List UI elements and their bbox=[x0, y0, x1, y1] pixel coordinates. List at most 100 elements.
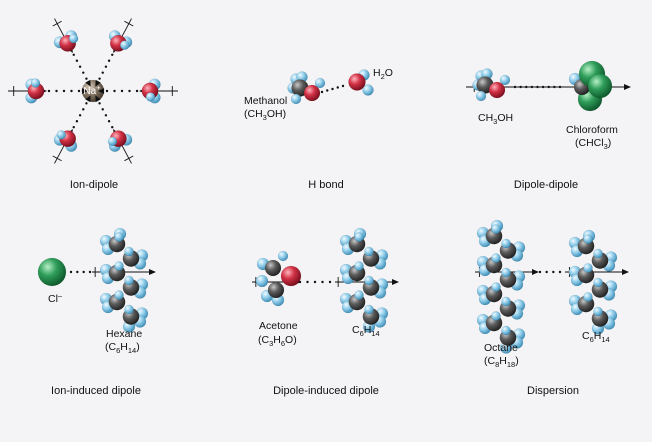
atoms-layer bbox=[25, 30, 618, 354]
attraction-dot bbox=[107, 59, 111, 62]
caption-ion-induced-dipole: Ion-induced dipole bbox=[51, 385, 141, 397]
attraction-dot bbox=[98, 77, 101, 80]
attraction-arrowhead bbox=[81, 88, 88, 94]
attraction-dot bbox=[70, 89, 73, 93]
attraction-dot bbox=[513, 85, 517, 89]
water-molecule-5 bbox=[53, 130, 78, 152]
h-atom bbox=[593, 277, 603, 288]
dipole-dipole-dots bbox=[513, 85, 562, 89]
ion-dipole-dots-6 bbox=[47, 88, 88, 94]
attraction-dot bbox=[558, 270, 562, 274]
attraction-dot bbox=[75, 120, 79, 123]
chloroform-formula: (CHCl3) bbox=[575, 137, 611, 151]
na-ion-label: Na+ bbox=[83, 83, 101, 97]
attraction-dot bbox=[55, 89, 58, 93]
acetone-formula: (C3H6O) bbox=[258, 334, 297, 348]
h-atom bbox=[499, 74, 511, 86]
attraction-arrowhead bbox=[95, 79, 101, 87]
attraction-dot bbox=[101, 71, 104, 74]
h-atom bbox=[364, 304, 374, 315]
attraction-dot bbox=[82, 270, 85, 274]
attraction-dot bbox=[135, 89, 139, 93]
cl-ion-label: Cl– bbox=[48, 291, 63, 305]
h-atom bbox=[583, 234, 593, 244]
water-molecule-hbond bbox=[348, 69, 374, 96]
attraction-dot bbox=[541, 85, 545, 89]
attraction-dot bbox=[47, 89, 51, 93]
attraction-dot bbox=[111, 53, 114, 56]
hexane-formula-2: C6H14 bbox=[352, 324, 380, 338]
h-atom bbox=[124, 246, 134, 257]
o-atom bbox=[488, 81, 506, 99]
attraction-dot bbox=[85, 77, 88, 80]
methanol-molecule bbox=[287, 71, 326, 105]
h-atom bbox=[114, 232, 124, 242]
h-atom bbox=[354, 261, 364, 271]
ion-dipole-dots-3 bbox=[98, 88, 139, 94]
attraction-dot bbox=[104, 114, 108, 117]
methanol-formula: (CH3OH) bbox=[244, 108, 286, 122]
attraction-dot bbox=[76, 270, 79, 274]
h-atom bbox=[491, 253, 501, 263]
dipole-plus-cross bbox=[52, 20, 62, 27]
h-atom bbox=[56, 130, 66, 140]
attraction-dot bbox=[98, 102, 101, 105]
h-atom bbox=[124, 304, 134, 315]
attraction-dot bbox=[313, 280, 317, 284]
attraction-dot bbox=[104, 65, 108, 68]
ion-dipole-dots-2 bbox=[95, 53, 114, 87]
attraction-dot bbox=[75, 59, 79, 62]
attraction-dot bbox=[326, 89, 329, 92]
attraction-dot bbox=[105, 89, 109, 93]
cl-atom bbox=[37, 257, 67, 287]
attraction-dot bbox=[553, 85, 556, 89]
attraction-dot bbox=[78, 114, 82, 117]
attraction-dot bbox=[72, 53, 75, 56]
ion-dipole-dots-4 bbox=[95, 95, 114, 129]
h-atom bbox=[475, 90, 487, 102]
dipole-arrows-layer bbox=[8, 18, 631, 287]
h-atom bbox=[491, 282, 501, 292]
attraction-dot bbox=[101, 108, 104, 111]
acetone-name: Acetone bbox=[259, 320, 298, 332]
hexane-molecule-3 bbox=[568, 229, 618, 335]
water-molecule-6 bbox=[25, 78, 45, 104]
c-atom bbox=[264, 259, 282, 277]
caption-dipole-dipole: Dipole-dipole bbox=[514, 179, 578, 191]
attraction-dot bbox=[120, 89, 124, 93]
ion-dipole-dots-5 bbox=[72, 95, 91, 129]
dipole-induced-dots bbox=[298, 280, 332, 284]
attraction-dot bbox=[538, 270, 542, 274]
attraction-dot bbox=[525, 85, 528, 89]
attraction-dot bbox=[331, 87, 334, 91]
chloroform-molecule bbox=[568, 60, 613, 112]
octane-molecule bbox=[476, 219, 526, 354]
attraction-dot bbox=[552, 270, 555, 274]
caption-dipole-induced-dipole: Dipole-induced dipole bbox=[273, 385, 379, 397]
h-atom bbox=[501, 296, 511, 307]
hexane-molecule-2 bbox=[339, 227, 389, 333]
attraction-dot bbox=[77, 89, 81, 93]
h-atom bbox=[583, 292, 593, 302]
attraction-arrowhead bbox=[95, 95, 101, 103]
attraction-dot bbox=[82, 108, 85, 111]
h-atom bbox=[593, 248, 603, 259]
attraction-dot bbox=[547, 85, 550, 89]
chloroform-name: Chloroform bbox=[566, 124, 618, 136]
h-atom bbox=[145, 92, 156, 102]
attraction-arrowhead bbox=[98, 88, 105, 94]
attraction-dot bbox=[298, 280, 302, 284]
h-atom bbox=[501, 238, 511, 249]
attraction-dot bbox=[321, 280, 324, 284]
h-atom bbox=[120, 40, 130, 50]
h-atom bbox=[30, 78, 41, 88]
acetone-molecule bbox=[255, 250, 302, 307]
h-atom bbox=[124, 275, 134, 286]
attraction-dot bbox=[128, 89, 131, 93]
h-atom bbox=[255, 274, 269, 288]
caption-h-bond: H bond bbox=[308, 179, 343, 191]
ion-dipole-dots-1 bbox=[72, 53, 91, 87]
attraction-dot bbox=[545, 270, 548, 274]
h-atom bbox=[277, 250, 289, 262]
